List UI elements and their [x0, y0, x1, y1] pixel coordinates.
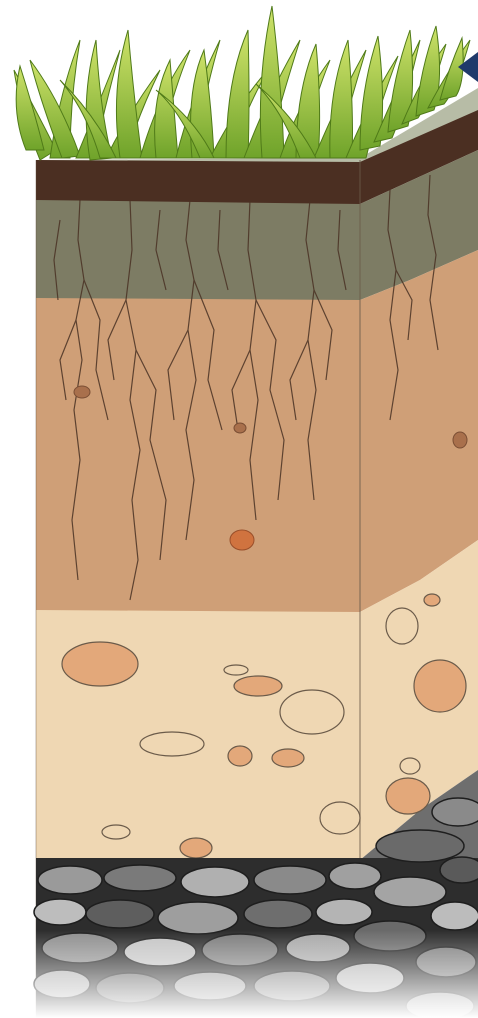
bottom-fade	[0, 930, 478, 1018]
